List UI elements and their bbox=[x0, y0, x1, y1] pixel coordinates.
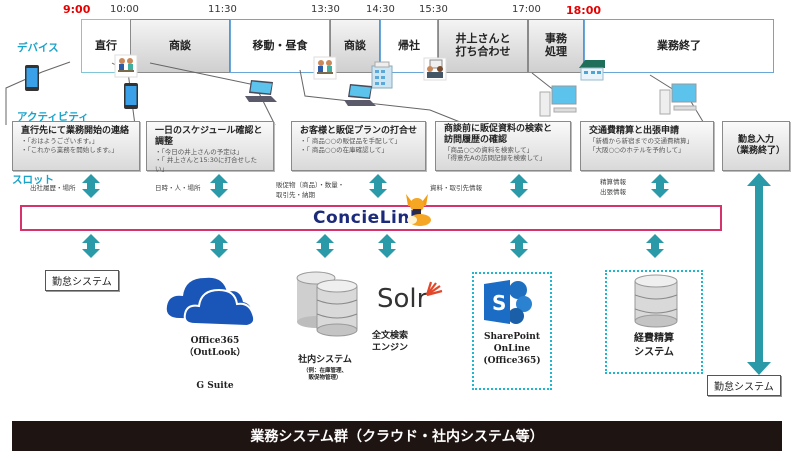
row-label-device: デバイス bbox=[17, 42, 59, 54]
sharepoint-label: SharePoint OnLine (Office365) bbox=[483, 332, 541, 367]
timeline-cell-office-work: 事務 処理 bbox=[528, 19, 584, 73]
activity-box: 直行先にて業務開始の連絡 ・「おはようございます。」 ・「これから業務を開始しま… bbox=[12, 121, 140, 171]
activity-box: 商談前に販促資料の検索と 訪問履歴の確認 「商品○○の資料を検索して」 「得意先… bbox=[435, 121, 571, 171]
double-arrow-icon bbox=[378, 234, 396, 258]
row-label-activity: アクティビティ bbox=[17, 111, 89, 123]
activity-box-attendance: 勤怠入力 （業務終了） bbox=[722, 121, 790, 171]
double-arrow-icon bbox=[210, 234, 228, 258]
time-label: 10:00 bbox=[110, 4, 139, 15]
desktop-pc-icon bbox=[659, 83, 697, 115]
activity-line: 「大阪○○のホテルを予約して」 bbox=[589, 145, 685, 154]
concielink-logo: ConcieLink bbox=[313, 208, 422, 228]
double-arrow-icon bbox=[510, 234, 528, 258]
long-double-arrow-icon bbox=[747, 173, 771, 375]
office-building-icon bbox=[371, 61, 393, 89]
activity-line: 「得意先Aの訪問記録を検索して」 bbox=[444, 154, 546, 163]
cloud-icon bbox=[166, 277, 256, 328]
double-arrow-icon bbox=[82, 234, 100, 258]
time-label: 15:30 bbox=[419, 4, 448, 15]
double-arrow-icon bbox=[369, 174, 387, 198]
desktop-pc-icon bbox=[539, 85, 577, 117]
laptop-icon bbox=[344, 84, 376, 106]
cell-label: 直行 bbox=[95, 38, 117, 52]
database-icon bbox=[634, 274, 678, 328]
internal-system-sublabel: （例：在庫管理、 販促物管理） bbox=[302, 368, 347, 382]
meeting-people-icon bbox=[114, 54, 138, 78]
double-arrow-icon bbox=[646, 234, 664, 258]
activity-box: 交通費精算と出張申請 「新橋から新宿までの交通費精算」 「大阪○○のホテルを予約… bbox=[580, 121, 714, 171]
timeline-cell-meeting2: 商談 bbox=[330, 19, 380, 73]
office365-label: Office365 （OutLook） bbox=[184, 336, 246, 359]
smartphone-icon bbox=[25, 65, 39, 91]
presentation-meeting-icon bbox=[423, 57, 447, 81]
timeline-cell-lunch: 移動・昼食 bbox=[230, 19, 330, 73]
activity-box: お客様と販促プランの打合せ ・「 商品○○の販促品を手配して」 ・「 商品○○の… bbox=[291, 121, 426, 171]
double-arrow-icon bbox=[82, 174, 100, 198]
time-label: 13:30 bbox=[311, 4, 340, 15]
slot-label: 販促物（商品）・数量・ 取引先・納期 bbox=[276, 181, 345, 199]
activity-line: ・「今日の井上さんの予定は」 bbox=[155, 147, 243, 156]
fox-mascot-icon bbox=[406, 194, 431, 226]
database-icon bbox=[296, 271, 358, 337]
activity-line: ・「これから業務を開始します。」 bbox=[21, 145, 118, 154]
double-arrow-icon bbox=[651, 174, 669, 198]
cell-label: 井上さんと 打ち合わせ bbox=[455, 32, 511, 58]
activity-line: 「商品○○の資料を検索して」 bbox=[444, 145, 534, 154]
double-arrow-icon bbox=[316, 234, 334, 258]
activity-title: 商談前に販促資料の検索と 訪問履歴の確認 bbox=[444, 124, 553, 145]
cell-label: 事務 処理 bbox=[545, 32, 567, 58]
slot-label: 出社履歴・場所 bbox=[30, 184, 76, 192]
cell-label: 移動・昼食 bbox=[252, 38, 308, 52]
cell-label: 業務終了 bbox=[657, 38, 701, 52]
activity-line: 「新橋から新宿までの交通費精算」 bbox=[589, 136, 693, 145]
svg-text:S: S bbox=[492, 291, 506, 315]
fulltext-search-label: 全文検索 エンジン bbox=[372, 331, 409, 354]
activity-line: ・「 商品○○の販促品を手配して」 bbox=[300, 136, 401, 145]
activity-line: ・「 井上さんと15:30に打合せしたい」 bbox=[155, 156, 258, 174]
activity-title: お客様と販促プランの打合せ bbox=[300, 126, 418, 136]
solr-logo: Solr bbox=[377, 284, 428, 314]
activity-box: 一日のスケジュール確認と調整 ・「今日の井上さんの予定は」 ・「 井上さんと15… bbox=[146, 121, 274, 174]
timeline-cell-end: 業務終了 bbox=[584, 19, 774, 73]
house-office-icon bbox=[579, 60, 605, 81]
expense-system-label: 経費精算 システム bbox=[634, 333, 674, 358]
slot-label: 日時・人・場所 bbox=[155, 184, 201, 192]
activity-title: 直行先にて業務開始の連絡 bbox=[21, 126, 130, 136]
cell-label: 帰社 bbox=[398, 38, 420, 52]
time-label: 17:00 bbox=[512, 4, 541, 15]
attendance-system-box: 勤怠システム bbox=[707, 375, 781, 396]
sharepoint-dotted-box bbox=[472, 272, 552, 390]
sharepoint-icon: S bbox=[484, 280, 532, 324]
activity-line: ・「おはようございます。」 bbox=[21, 136, 99, 145]
cell-label: 商談 bbox=[169, 38, 191, 52]
double-arrow-icon bbox=[510, 174, 528, 198]
internal-system-label: 社内システム bbox=[298, 355, 352, 365]
slot-label: 資料・取引先情報 bbox=[430, 184, 482, 192]
timeline-cell-direct: 直行 bbox=[81, 19, 131, 73]
slot-label: 精算情報 出張情報 bbox=[600, 178, 626, 196]
activity-title: 一日のスケジュール確認と調整 bbox=[155, 126, 263, 147]
solr-sunburst-icon bbox=[425, 281, 443, 297]
time-label: 9:00 bbox=[63, 3, 91, 16]
cell-label: 商談 bbox=[344, 38, 366, 52]
time-label: 18:00 bbox=[566, 4, 602, 17]
activity-title: 交通費精算と出張申請 bbox=[589, 126, 680, 136]
timeline-cell-meeting: 商談 bbox=[130, 19, 230, 73]
expense-dotted-box bbox=[605, 270, 703, 374]
time-label: 11:30 bbox=[208, 4, 237, 15]
gsuite-label: G Suite bbox=[196, 381, 234, 391]
double-arrow-icon bbox=[210, 174, 228, 198]
attendance-system-box: 勤怠システム bbox=[45, 270, 119, 291]
activity-title: 勤怠入力 （業務終了） bbox=[731, 135, 786, 156]
activity-line: ・「 商品○○の在庫確認して」 bbox=[300, 145, 388, 154]
laptop-icon bbox=[245, 80, 277, 102]
concielink-hub-bar bbox=[20, 205, 722, 231]
timeline-cell-inoue-meeting: 井上さんと 打ち合わせ bbox=[438, 19, 528, 73]
smartphone-icon bbox=[124, 83, 138, 109]
time-label: 14:30 bbox=[366, 4, 395, 15]
row-label-slot: スロット bbox=[12, 174, 54, 186]
business-systems-footer: 業務システム群（クラウド・社内システム等） bbox=[12, 421, 782, 451]
meeting-people-icon bbox=[313, 56, 337, 80]
